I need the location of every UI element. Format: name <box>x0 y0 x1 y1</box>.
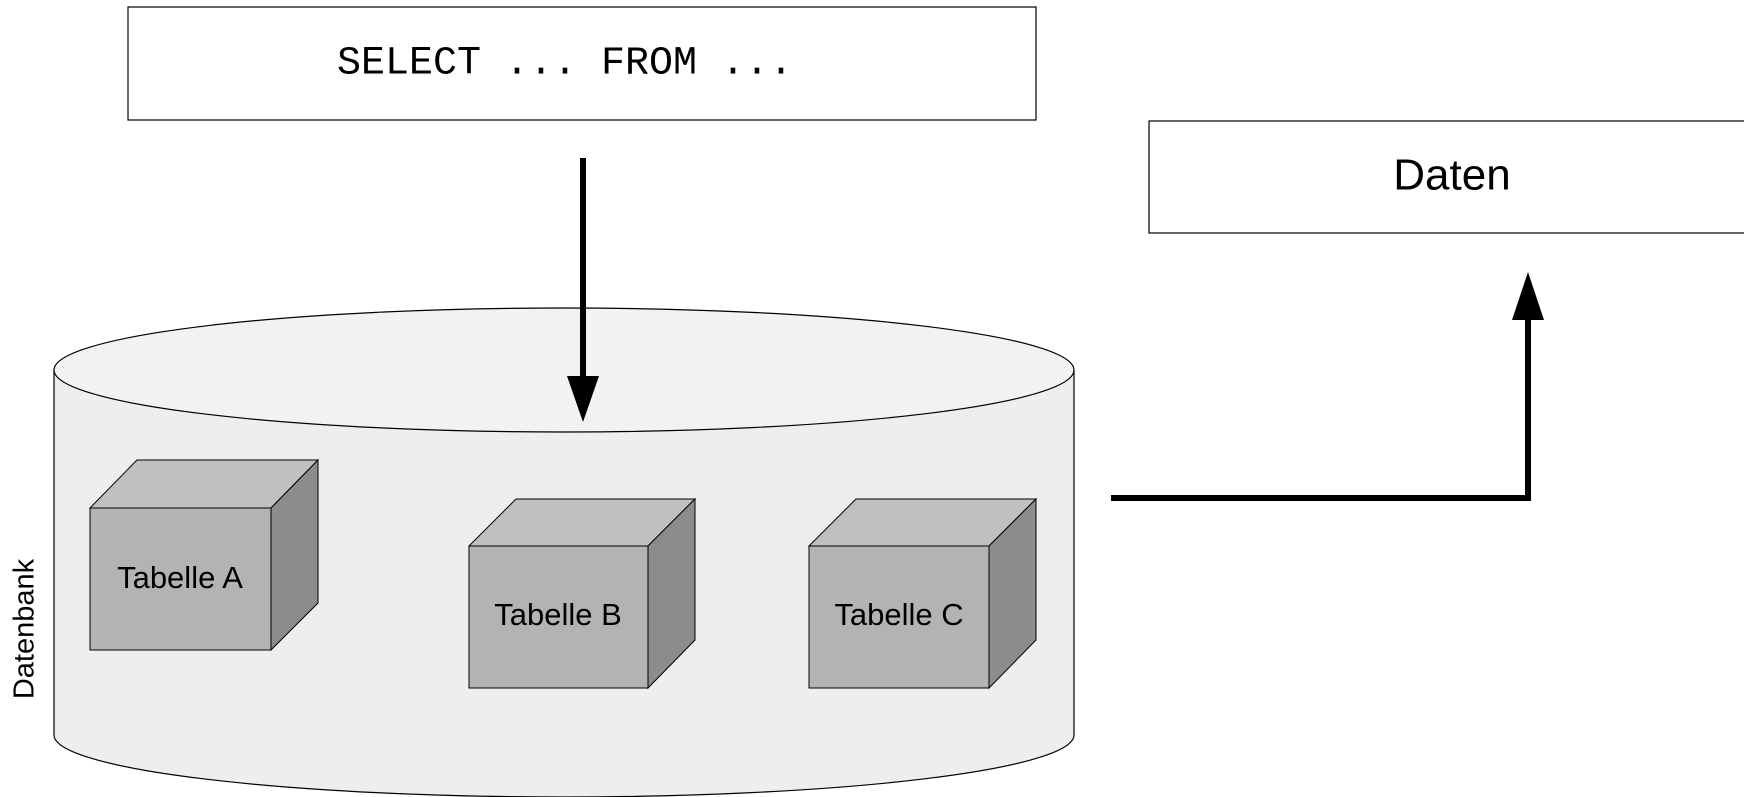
table-c-label: Tabelle C <box>834 597 963 632</box>
cube-front-face <box>808 545 990 689</box>
query-box-label: SELECT ... FROM ... <box>337 42 793 87</box>
cube-front-face <box>468 545 649 689</box>
table-a-cube: Tabelle A <box>88 458 320 652</box>
cube-front-face <box>89 507 272 651</box>
result-arrow <box>1111 272 1544 501</box>
table-b-label: Tabelle B <box>494 597 622 632</box>
result-box-label: Daten <box>1393 151 1510 200</box>
table-b-cube: Tabelle B <box>467 497 697 690</box>
table-c-cube: Tabelle C <box>807 497 1038 690</box>
cylinder-top <box>53 307 1075 433</box>
query-arrow <box>567 158 599 422</box>
database-label: Datenbank <box>9 558 41 699</box>
query-box: SELECT ... FROM ... <box>127 6 1037 121</box>
result-arrow-head <box>1512 272 1544 320</box>
query-arrow-head <box>567 376 599 422</box>
result-box: Daten <box>1148 120 1744 234</box>
table-a-label: Tabelle A <box>117 560 243 595</box>
